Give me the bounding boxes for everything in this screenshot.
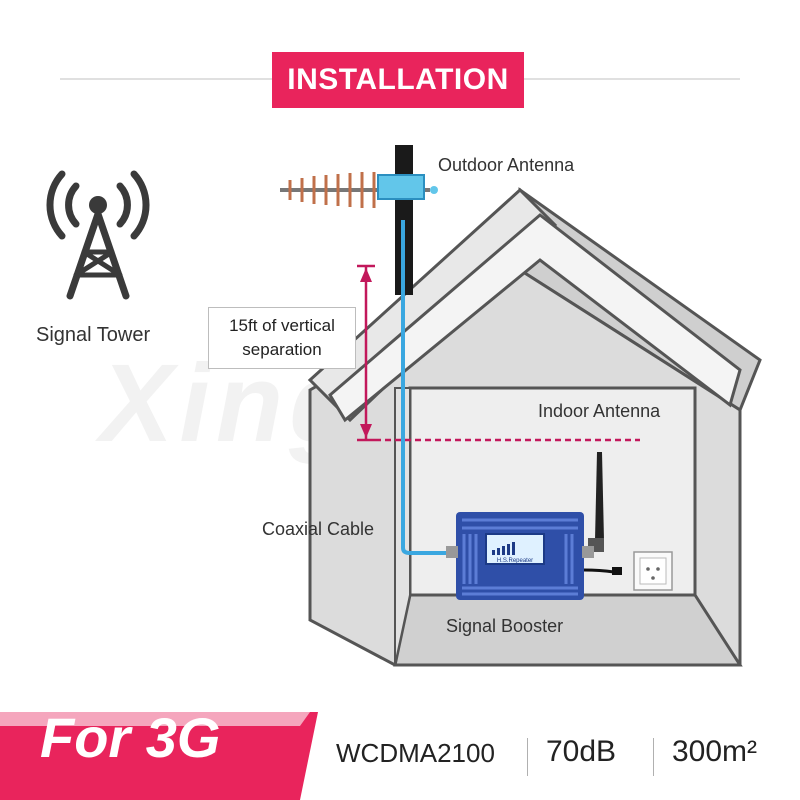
band-title: For 3G [40,706,221,769]
signal-booster-icon: H.S.Repeater [446,512,615,600]
spec-band: WCDMA2100 [336,738,495,768]
coaxial-cable-label: Coaxial Cable [262,519,375,539]
signal-tower-label: Signal Tower [36,324,151,346]
separation-line-2: separation [242,340,322,359]
separation-marker [357,264,640,442]
header-line-right [524,78,740,80]
coaxial-cable [401,220,452,555]
separation-callout: 15ft of vertical separation [208,307,356,369]
roof-front [328,213,742,423]
outdoor-antenna-label: Outdoor Antenna [438,155,575,175]
header-line-left [60,78,272,80]
booster-screen-label: H.S.Repeater [497,558,533,564]
wall-socket-icon [612,551,673,591]
installation-diagram: H.S.Repeater [46,145,762,667]
indoor-antenna-label: Indoor Antenna [538,401,661,421]
spec-gain: 70dB [546,735,617,768]
separation-line-1: 15ft of vertical [229,316,335,335]
spec-divider-2 [653,738,654,776]
spec-divider-1 [527,738,528,776]
spec-area: 300m² [672,735,758,768]
outdoor-antenna-icon [280,172,438,208]
footer-white-panel [0,712,800,800]
signal-tower-icon [46,170,150,300]
page-title: INSTALLATION [272,52,524,108]
signal-booster-label: Signal Booster [446,616,564,636]
